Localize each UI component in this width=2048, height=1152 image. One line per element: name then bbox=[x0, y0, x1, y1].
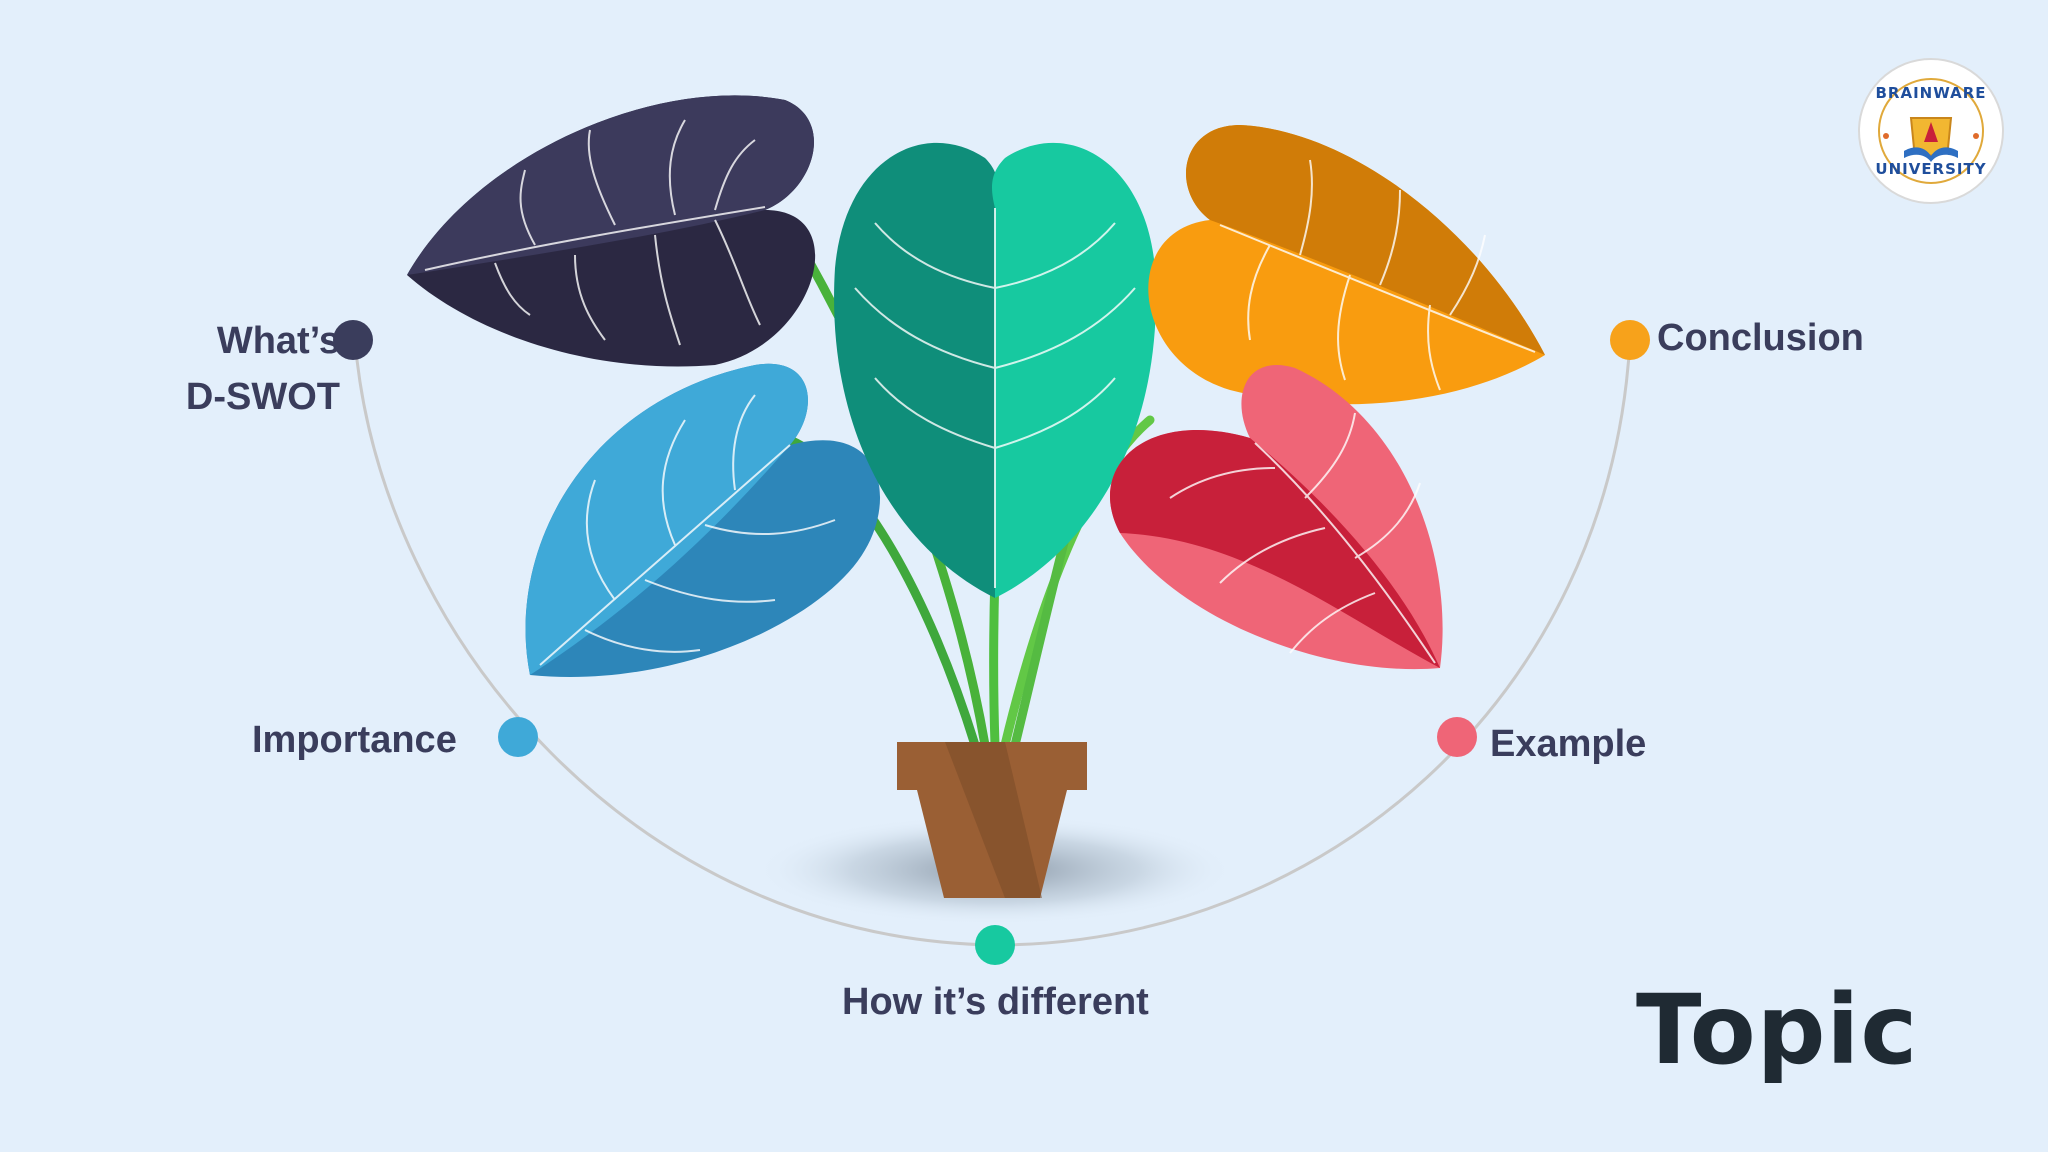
university-logo: BRAINWARE UNIVERSITY bbox=[1856, 56, 2006, 206]
leaf-orange bbox=[1148, 125, 1545, 405]
plant-pot bbox=[897, 742, 1087, 898]
dot-green bbox=[975, 925, 1015, 965]
leaf-navy bbox=[407, 95, 816, 367]
dot-pink bbox=[1437, 717, 1477, 757]
label-whats-dswot: What’s D-SWOT bbox=[168, 313, 340, 425]
logo-name-top: BRAINWARE bbox=[1875, 84, 1987, 102]
leaf-green bbox=[834, 142, 1156, 598]
leaf-pink bbox=[1109, 365, 1443, 670]
dot-orange bbox=[1610, 320, 1650, 360]
leaf-blue bbox=[525, 363, 881, 678]
label-how-different: How it’s different bbox=[842, 981, 1149, 1023]
logo-name-bottom: UNIVERSITY bbox=[1875, 160, 1987, 178]
dot-navy bbox=[333, 320, 373, 360]
dot-blue bbox=[498, 717, 538, 757]
label-whats-line1: What’s bbox=[216, 320, 340, 362]
label-example: Example bbox=[1490, 723, 1647, 765]
university-logo-icon bbox=[1858, 58, 2004, 204]
slide-title: Topic bbox=[1636, 974, 1919, 1086]
label-importance: Importance bbox=[252, 719, 457, 761]
label-whats-line2: D-SWOT bbox=[185, 376, 340, 418]
label-conclusion: Conclusion bbox=[1657, 317, 1864, 359]
